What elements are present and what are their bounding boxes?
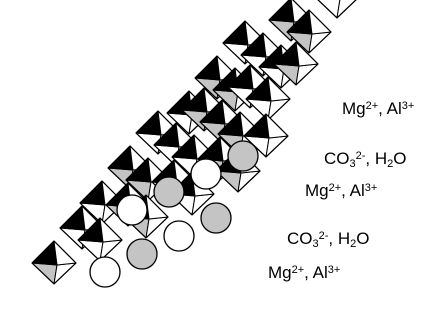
anion-sphere-icon — [89, 256, 121, 288]
interlayer-spheres — [89, 140, 259, 288]
water-sphere-icon — [126, 238, 158, 270]
octahedron-icon — [77, 217, 123, 262]
cation-layer-label: Mg2+, Al3+ — [305, 181, 377, 200]
cation-layer-label: Mg2+, Al3+ — [342, 99, 414, 118]
interlayer-label: CO32-, H2O — [287, 229, 370, 250]
water-sphere-icon — [153, 176, 185, 208]
layer-labels: Mg2+, Al3+ CO32-, H2O Mg2+, Al3+ CO32-, H2O… — [268, 99, 414, 282]
octahedron-icon — [245, 76, 291, 121]
water-sphere-icon — [227, 140, 259, 172]
interlayer-label: CO32-, H2O — [324, 149, 407, 170]
anion-sphere-icon — [190, 158, 222, 190]
octahedron-icon — [273, 41, 319, 86]
octahedron-icon — [243, 113, 289, 158]
water-sphere-icon — [200, 202, 232, 234]
anion-sphere-icon — [163, 220, 195, 252]
octahedron-icon — [31, 240, 77, 285]
anion-sphere-icon — [116, 194, 148, 226]
octahedron-icon — [317, 0, 357, 19]
cation-layer-label: Mg2+, Al3+ — [268, 263, 340, 282]
octahedron-icon — [286, 9, 332, 54]
